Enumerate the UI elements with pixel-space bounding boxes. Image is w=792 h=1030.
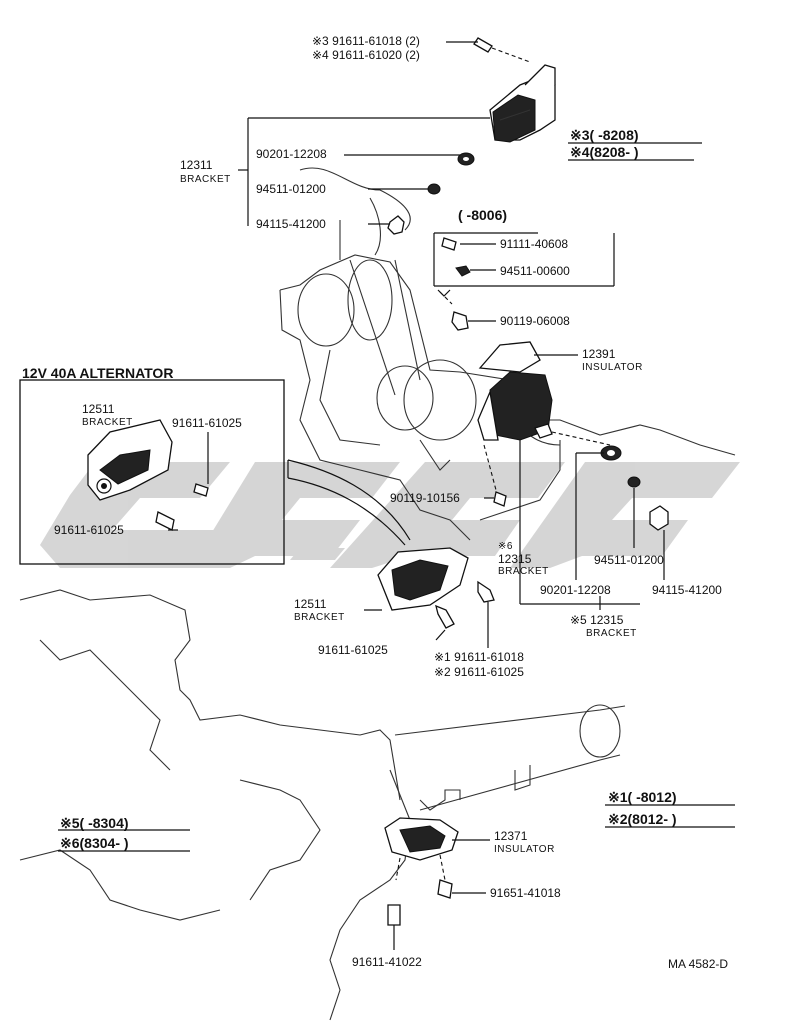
watermark-logo: [40, 462, 740, 568]
label-bracket-12511-word: BRACKET: [294, 612, 345, 623]
label-bracket-12311-num: 12311: [180, 158, 213, 172]
label-bolt-91651: 91651-41018: [490, 886, 561, 900]
label-bracket-12315-word: BRACKET: [498, 566, 549, 577]
legend-5: ※5( -8304): [60, 815, 129, 831]
label-bolt-91611-61025: 91611-61025: [318, 643, 388, 657]
label-top-bolt-b: ※4 91611-61020 (2): [312, 48, 420, 62]
label-box-washer: 94511-00600: [500, 264, 570, 278]
label-bolt-91611-41022: 91611-41022: [352, 955, 422, 969]
labels: ※3 91611-61018 (2) ※4 91611-61020 (2) 12…: [22, 34, 728, 971]
bracket-12311: [489, 64, 556, 143]
label-bracket-12315-num: 12315: [498, 552, 532, 566]
legend-1-bolt: ※1 91611-61018: [434, 650, 524, 664]
label-bolt-90119-06008: 90119-06008: [500, 314, 570, 328]
label-alt-bolt-1: 91611-61025: [172, 416, 242, 430]
legend-6: ※6(8304- ): [60, 835, 129, 851]
label-bracket-12311-word: BRACKET: [180, 174, 231, 185]
label-bracket-12315b-word: BRACKET: [586, 628, 637, 639]
label-nut-right: 94115-41200: [652, 583, 722, 597]
label-alt-bolt-2: 91611-61025: [54, 523, 124, 537]
label-bracket-12315b-num: ※5 12315: [570, 613, 624, 627]
label-lock-washer-top: 94511-01200: [256, 182, 326, 196]
label-washer-right: 90201-12208: [540, 583, 611, 597]
label-bracket-12511-num: 12511: [294, 597, 327, 611]
fasteners: [155, 37, 669, 926]
label-alt-bracket-num: 12511: [82, 402, 115, 416]
label-box-bolt: 91111-40608: [500, 237, 568, 251]
label-lock-washer-right: 94511-01200: [594, 553, 664, 567]
label-insulator-12391-num: 12391: [582, 347, 616, 361]
legend-2: ※2(8012- ): [608, 811, 677, 827]
leader-lines: [58, 41, 735, 950]
legend-2-bolt: ※2 91611-61025: [434, 665, 524, 679]
label-bolt-90119-10156: 90119-10156: [390, 491, 460, 505]
label-nut-top: 94115-41200: [256, 217, 326, 231]
label-insulator-12371-num: 12371: [494, 829, 528, 843]
label-alt-bracket-word: BRACKET: [82, 417, 133, 428]
label-insulator-12371-word: INSULATOR: [494, 844, 555, 855]
label-insulator-12391-word: INSULATOR: [582, 362, 643, 373]
label-box-range: ( -8006): [458, 207, 507, 223]
label-top-bolt-a: ※3 91611-61018 (2): [312, 34, 420, 48]
curved-rod: [287, 459, 411, 546]
transmission-outline: [19, 589, 626, 1021]
engine-outline: [279, 167, 736, 541]
legend-1: ※1( -8012): [608, 789, 677, 805]
legend-3: ※3( -8208): [570, 127, 639, 143]
alternator-title: 12V 40A ALTERNATOR: [22, 365, 173, 381]
diagram-code: MA 4582-D: [668, 957, 728, 971]
label-bracket-12315-mark: ※6: [498, 541, 513, 552]
label-washer-top: 90201-12208: [256, 147, 327, 161]
alternator-inset: [19, 379, 285, 565]
legend-4: ※4(8208- ): [570, 144, 639, 160]
